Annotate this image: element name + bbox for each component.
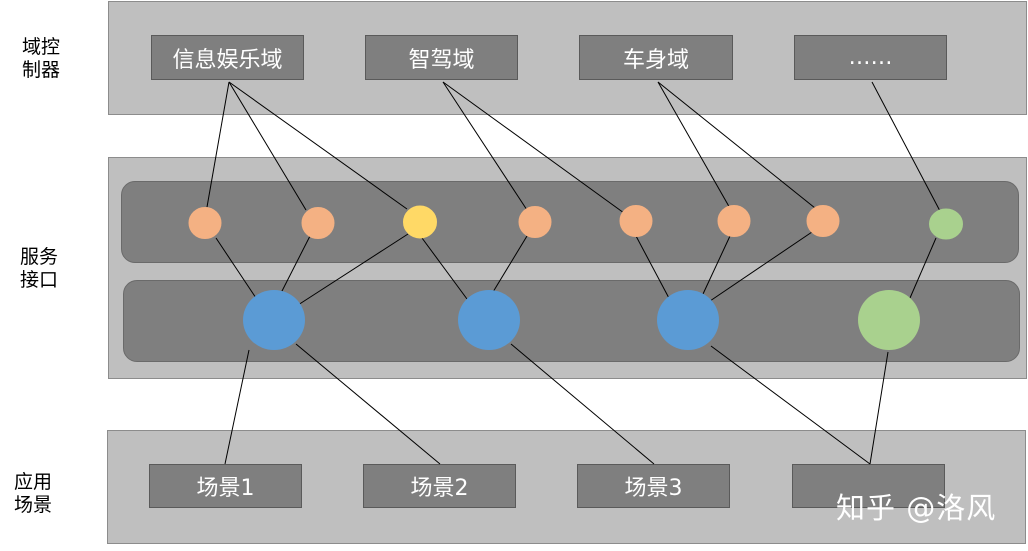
connector [871, 81, 941, 212]
service-node-blue [243, 290, 305, 350]
service-node-green [929, 208, 963, 240]
connector [709, 231, 813, 302]
label-line: 制器 [22, 59, 61, 81]
service-node-green-large [858, 290, 920, 350]
connector [228, 81, 307, 211]
service-row-small [121, 181, 1019, 263]
label-line: 域控 [22, 36, 61, 58]
connector [657, 81, 732, 211]
connector [909, 237, 937, 299]
connector [657, 81, 816, 209]
connector [421, 237, 468, 300]
connector [869, 351, 889, 465]
service-node-orange [806, 205, 840, 237]
service-node-orange [188, 207, 222, 239]
scene-box-4 [792, 464, 945, 508]
service-node-orange [717, 205, 751, 237]
connector [510, 343, 655, 465]
domain-box-more: …… [794, 35, 947, 80]
connector [215, 237, 257, 299]
service-node-blue [657, 290, 719, 350]
scene-box-3: 场景3 [577, 464, 730, 508]
connection-lines [206, 81, 941, 465]
label-domain-controller: 域控 制器 [22, 36, 82, 82]
label-line: 接口 [20, 269, 59, 291]
service-node-blue [458, 290, 520, 350]
service-node-yellow [403, 205, 437, 239]
connector [442, 81, 528, 211]
connector [224, 349, 250, 465]
service-node-orange [301, 207, 335, 239]
connector [206, 81, 230, 208]
connector [228, 81, 408, 210]
scene-box-2: 场景2 [363, 464, 516, 508]
connector [297, 233, 409, 306]
label-line: 场景 [14, 494, 53, 516]
service-node-orange [619, 205, 653, 237]
label-service-interface: 服务 接口 [20, 246, 80, 292]
watermark: 知乎 @洛风 [836, 491, 997, 525]
connector [295, 343, 441, 465]
connector [635, 235, 671, 301]
service-node-orange [518, 206, 552, 238]
connector [710, 345, 871, 465]
scene-box-1: 场景1 [149, 464, 302, 508]
connector [702, 235, 731, 295]
label-line: 服务 [20, 246, 59, 268]
connector [442, 81, 625, 214]
connector [492, 235, 528, 293]
domain-box-body: 车身域 [579, 35, 733, 80]
domain-box-adas: 智驾域 [365, 35, 518, 80]
label-app-scene: 应用 场景 [14, 471, 74, 517]
label-line: 应用 [14, 471, 53, 493]
domain-box-infotainment: 信息娱乐域 [151, 35, 304, 80]
connector [280, 235, 311, 294]
